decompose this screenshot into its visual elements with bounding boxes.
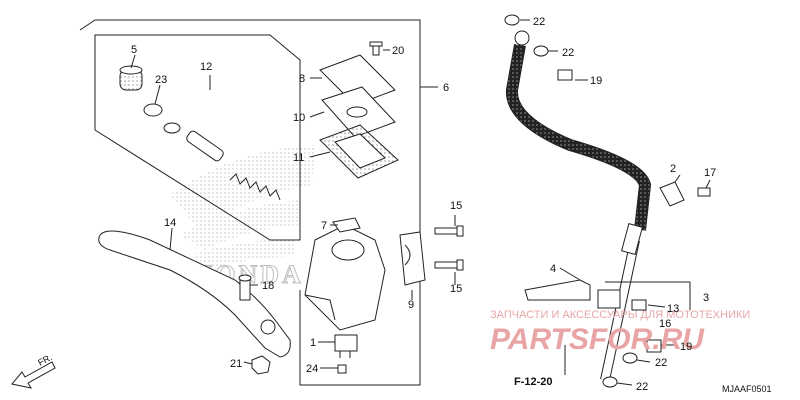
banjo-washer-4 [602,376,618,388]
callout-22-a: 22 [533,16,545,28]
holder-bolt-lower [434,259,464,271]
hose-banjo-upper [514,30,530,46]
callout-13: 13 [667,303,679,315]
callout-7: 7 [321,220,327,232]
callout-22-c: 22 [655,357,667,369]
holder-bolt-upper [434,225,464,237]
switch-screw [337,364,347,374]
callout-6: 6 [443,82,449,94]
hose-lower-joint [597,289,621,309]
callout-8: 8 [299,73,305,85]
banjo-washer-3 [622,352,638,364]
banjo-washer-1 [504,14,520,26]
callout-2: 2 [670,163,676,175]
callout-19-a: 19 [590,75,602,87]
reservoir-clip [332,217,361,233]
callout-15-upper: 15 [450,200,462,212]
washer [163,122,181,134]
callout-16: 16 [659,318,671,330]
callout-9: 9 [408,299,414,311]
callout-18: 18 [262,280,274,292]
honda-wing-logo: HONDA [170,145,315,290]
watermark-tagline: ЗАПЧАСТИ И АКСЕССУАРЫ ДЛЯ МОТОТЕХНИКИ [490,309,750,321]
piston-spring [229,173,281,201]
callout-23: 23 [155,74,167,86]
callout-24: 24 [306,363,318,375]
banjo-washer-2 [533,45,549,57]
handlebar-holder [399,231,426,286]
callout-22-b: 22 [562,47,574,59]
banjo-bolt-upper [557,69,573,81]
joint-bolt [631,299,647,311]
reference-label: F-12-20 [514,376,553,388]
piston-kit-frame [94,34,301,241]
callout-19-b: 19 [680,341,692,353]
master-cylinder-frame [79,19,421,386]
callout-17: 17 [704,167,716,179]
pivot-bolt [238,274,252,301]
callout-12: 12 [200,61,212,73]
callout-10: 10 [293,112,305,124]
callout-14: 14 [164,217,176,229]
diaphragm [319,124,399,179]
clamp-bolt [697,187,711,197]
callout-20: 20 [392,45,404,57]
callout-21: 21 [230,358,242,370]
brake-hose [506,43,652,382]
circlip [143,103,163,117]
callout-3: 3 [703,292,709,304]
dust-boot [119,65,143,91]
hose-stay [524,279,591,301]
callout-5: 5 [131,44,137,56]
callout-22-d: 22 [636,381,648,393]
pivot-nut [251,355,271,375]
hose-clamp [659,181,685,207]
cap-screw [369,41,383,56]
hose-joint [621,223,643,255]
leader-lines [130,19,711,386]
brake-light-switch [334,334,358,358]
callout-4: 4 [550,263,556,275]
cap-plate [321,86,396,138]
master-cylinder-body [304,224,386,331]
forward-arrow-icon [11,361,56,389]
piston [186,130,224,162]
brake-lever [98,230,291,358]
callout-11: 11 [293,152,304,164]
callout-15-lower: 15 [450,283,462,295]
callout-1: 1 [310,337,316,349]
banjo-bolt-lower [646,339,662,353]
watermark-brand: PARTSFOR.RU [490,323,705,356]
diagram-code: MJAAF0501 [722,384,772,394]
